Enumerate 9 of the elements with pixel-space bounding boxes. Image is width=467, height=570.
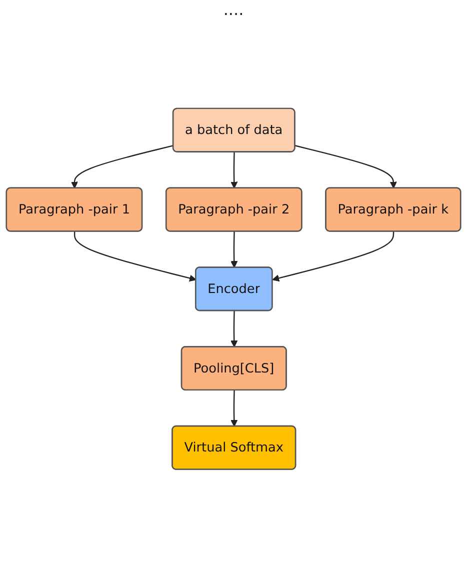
arrow <box>230 232 238 268</box>
arrow <box>230 152 238 189</box>
ellipsis-text: .... <box>222 0 245 19</box>
arrow <box>70 145 174 189</box>
arrow <box>272 232 394 282</box>
arrow <box>230 311 238 348</box>
arrow <box>230 390 238 427</box>
arrow <box>74 232 196 282</box>
arrow <box>294 145 397 189</box>
